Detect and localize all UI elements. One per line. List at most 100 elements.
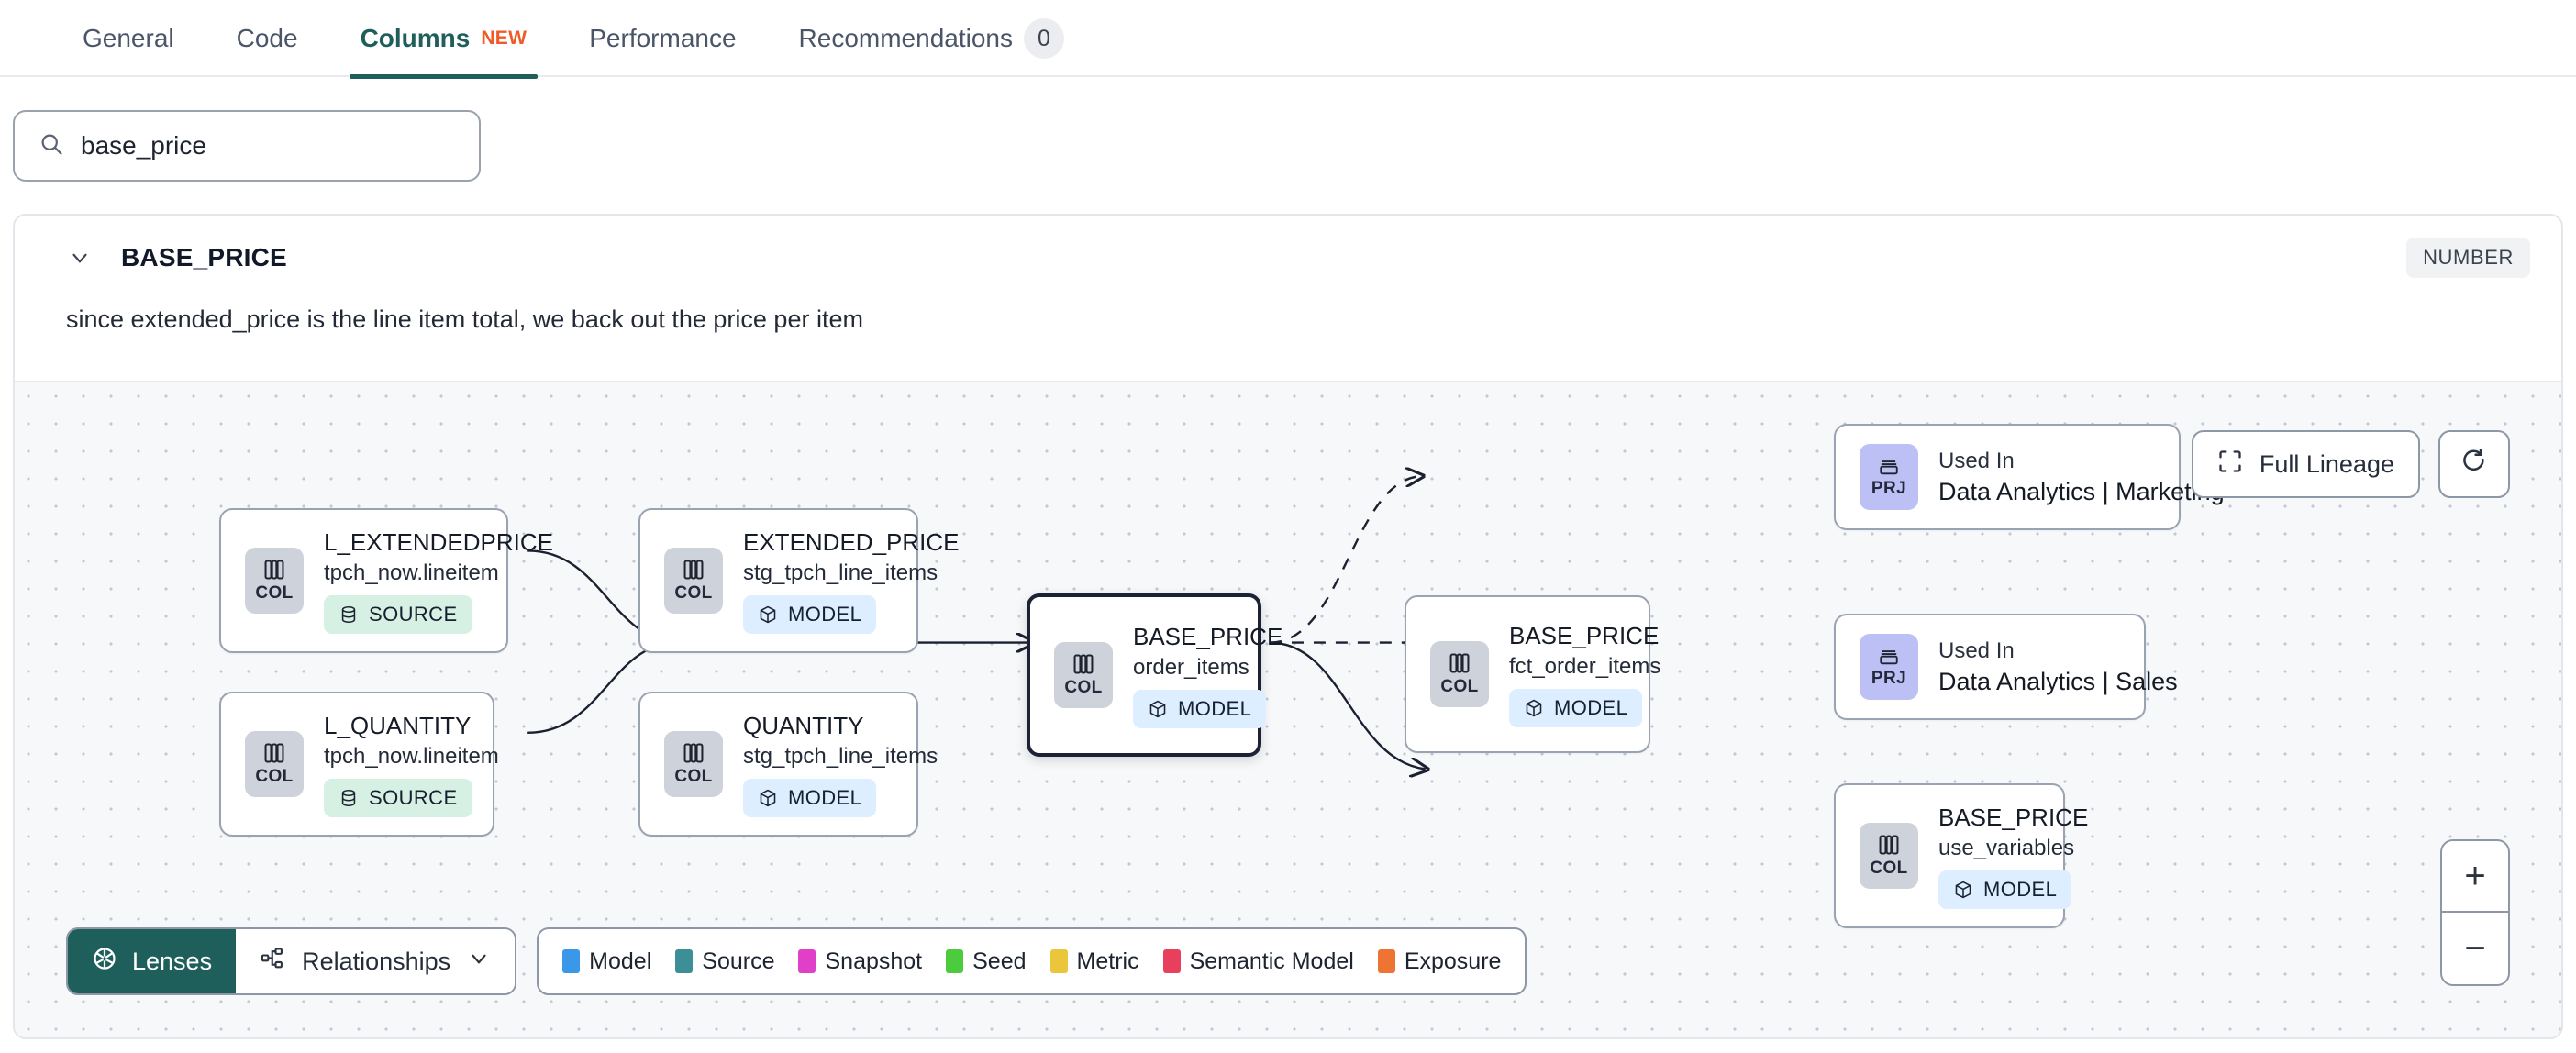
tag-label: MODEL xyxy=(1178,696,1252,720)
node-subtitle: use_variables xyxy=(1938,835,2075,860)
chip-label: COL xyxy=(255,767,294,786)
lineage-node-l_extendedprice[interactable]: COL L_EXTENDEDPRICE tpch_now.lineitem SO… xyxy=(219,508,553,653)
node-tag-model: MODEL xyxy=(1133,689,1267,728)
legend-item-seed: Seed xyxy=(946,948,1027,975)
legend-label: Exposure xyxy=(1404,948,1502,974)
prj-chip: PRJ xyxy=(1860,444,1918,510)
legend-swatch xyxy=(1377,949,1395,973)
tab-new-badge: NEW xyxy=(481,28,527,49)
tab-recommendations[interactable]: Recommendations 0 xyxy=(768,0,1095,77)
chip-label: PRJ xyxy=(1871,479,1907,498)
lenses-button[interactable]: Lenses xyxy=(68,929,237,993)
legend-label: Snapshot xyxy=(825,948,923,974)
node-tag-model: MODEL xyxy=(743,594,877,634)
tag-label: MODEL xyxy=(788,785,862,809)
legend-swatch xyxy=(1049,949,1068,973)
lenses-label: Lenses xyxy=(132,947,213,975)
node-subtitle: Data Analytics | Sales xyxy=(1938,667,2178,695)
search-icon xyxy=(39,131,64,161)
lineage-node-l_quantity[interactable]: COL L_QUANTITY tpch_now.lineitem SOURCE xyxy=(219,692,499,837)
node-title: Used In xyxy=(1938,637,2015,663)
tab-general[interactable]: General xyxy=(51,0,205,77)
node-subtitle: stg_tpch_line_items xyxy=(743,743,938,769)
relationships-dropdown[interactable]: Relationships xyxy=(236,929,516,993)
lineage-node-prj-marketing[interactable]: PRJ Used In Data Analytics | Marketing xyxy=(1834,424,2225,530)
tag-label: SOURCE xyxy=(369,785,458,809)
legend-swatch xyxy=(675,949,694,973)
lineage-node-base_price-use_variables[interactable]: COL BASE_PRICE use_variables MODEL xyxy=(1834,783,2088,928)
relationships-icon xyxy=(260,946,285,978)
full-lineage-button[interactable]: Full Lineage xyxy=(2191,430,2420,498)
tag-label: SOURCE xyxy=(369,602,458,626)
node-tag-source: SOURCE xyxy=(324,594,472,634)
full-lineage-label: Full Lineage xyxy=(2259,449,2394,478)
node-title: L_EXTENDEDPRICE xyxy=(324,527,553,556)
legend-swatch xyxy=(946,949,964,973)
node-type-legend: Model Source Snapshot Seed xyxy=(537,927,1527,995)
tab-performance[interactable]: Performance xyxy=(558,0,767,77)
lineage-node-base_price-order_items[interactable]: COL BASE_PRICE order_items MODEL xyxy=(1027,593,1283,757)
chip-label: COL xyxy=(674,767,713,786)
tag-label: MODEL xyxy=(788,602,862,626)
chip-label: COL xyxy=(1440,677,1479,696)
lineage-node-base_price-fct_order_items[interactable]: COL BASE_PRICE fct_order_items MODEL xyxy=(1405,595,1660,753)
lineage-node-prj-sales[interactable]: PRJ Used In Data Analytics | Sales xyxy=(1834,614,2178,720)
legend-swatch xyxy=(562,949,581,973)
column-card: BASE_PRICE NUMBER since extended_price i… xyxy=(13,214,2563,1039)
edge-base_price_fct-prj_marketing xyxy=(1270,476,1421,644)
column-description: since extended_price is the line item to… xyxy=(66,305,863,333)
node-title: BASE_PRICE xyxy=(1133,622,1283,650)
node-tag-model: MODEL xyxy=(743,778,877,817)
col-chip: COL xyxy=(245,731,304,797)
chevron-down-icon[interactable] xyxy=(66,244,94,272)
aperture-icon xyxy=(92,946,117,978)
recommendations-count-badge: 0 xyxy=(1024,18,1064,59)
zoom-out-button[interactable]: − xyxy=(2464,927,2486,969)
legend-label: Semantic Model xyxy=(1189,948,1354,974)
node-subtitle: tpch_now.lineitem xyxy=(324,743,499,769)
lineage-node-extended_price[interactable]: COL EXTENDED_PRICE stg_tpch_line_items M… xyxy=(638,508,960,653)
col-chip: COL xyxy=(664,548,723,614)
prj-chip: PRJ xyxy=(1860,634,1918,700)
page-title: BASE_PRICE xyxy=(121,243,287,272)
node-title: L_QUANTITY xyxy=(324,711,472,739)
chip-label: COL xyxy=(1064,678,1103,697)
node-title: EXTENDED_PRICE xyxy=(743,527,960,556)
relationships-label: Relationships xyxy=(302,947,451,975)
search-box[interactable] xyxy=(13,110,481,182)
search-area xyxy=(13,110,481,182)
canvas-top-controls: Full Lineage xyxy=(2191,430,2510,498)
tab-label: Recommendations xyxy=(798,24,1013,52)
node-title: QUANTITY xyxy=(743,711,864,739)
col-chip: COL xyxy=(1054,642,1113,708)
search-input[interactable] xyxy=(81,131,455,161)
tab-label: Performance xyxy=(589,24,737,52)
col-chip: COL xyxy=(1860,823,1918,889)
col-chip: COL xyxy=(245,548,304,614)
legend-item-source: Source xyxy=(675,948,774,975)
refresh-button[interactable] xyxy=(2438,430,2510,498)
chip-label: PRJ xyxy=(1871,669,1907,688)
chevron-down-icon xyxy=(467,947,491,977)
column-header[interactable]: BASE_PRICE NUMBER xyxy=(15,216,2561,300)
col-chip: COL xyxy=(664,731,723,797)
lineage-node-quantity[interactable]: COL QUANTITY stg_tpch_line_items MODEL xyxy=(638,692,938,837)
node-subtitle: stg_tpch_line_items xyxy=(743,560,938,585)
legend-item-model: Model xyxy=(562,948,651,975)
node-title: Used In xyxy=(1938,448,2015,473)
edge-base_price_fct-base_price_uv xyxy=(1270,641,1426,770)
legend-label: Model xyxy=(589,948,652,974)
tab-code[interactable]: Code xyxy=(205,0,329,77)
node-tag-model: MODEL xyxy=(1938,870,2072,909)
lenses-relationships-group: Lenses Relationships xyxy=(66,927,517,995)
zoom-in-button[interactable]: + xyxy=(2442,841,2508,913)
refresh-icon xyxy=(2460,448,2488,482)
node-title: BASE_PRICE xyxy=(1509,621,1660,649)
tab-columns[interactable]: Columns NEW xyxy=(329,0,559,79)
chip-label: COL xyxy=(674,583,713,603)
tab-bar: General Code Columns NEW Performance Rec… xyxy=(0,0,2576,79)
tag-label: MODEL xyxy=(1983,877,2058,901)
legend-swatch xyxy=(798,949,816,973)
node-tag-model: MODEL xyxy=(1509,688,1643,727)
lineage-canvas[interactable]: COL L_EXTENDEDPRICE tpch_now.lineitem SO… xyxy=(15,381,2561,1037)
